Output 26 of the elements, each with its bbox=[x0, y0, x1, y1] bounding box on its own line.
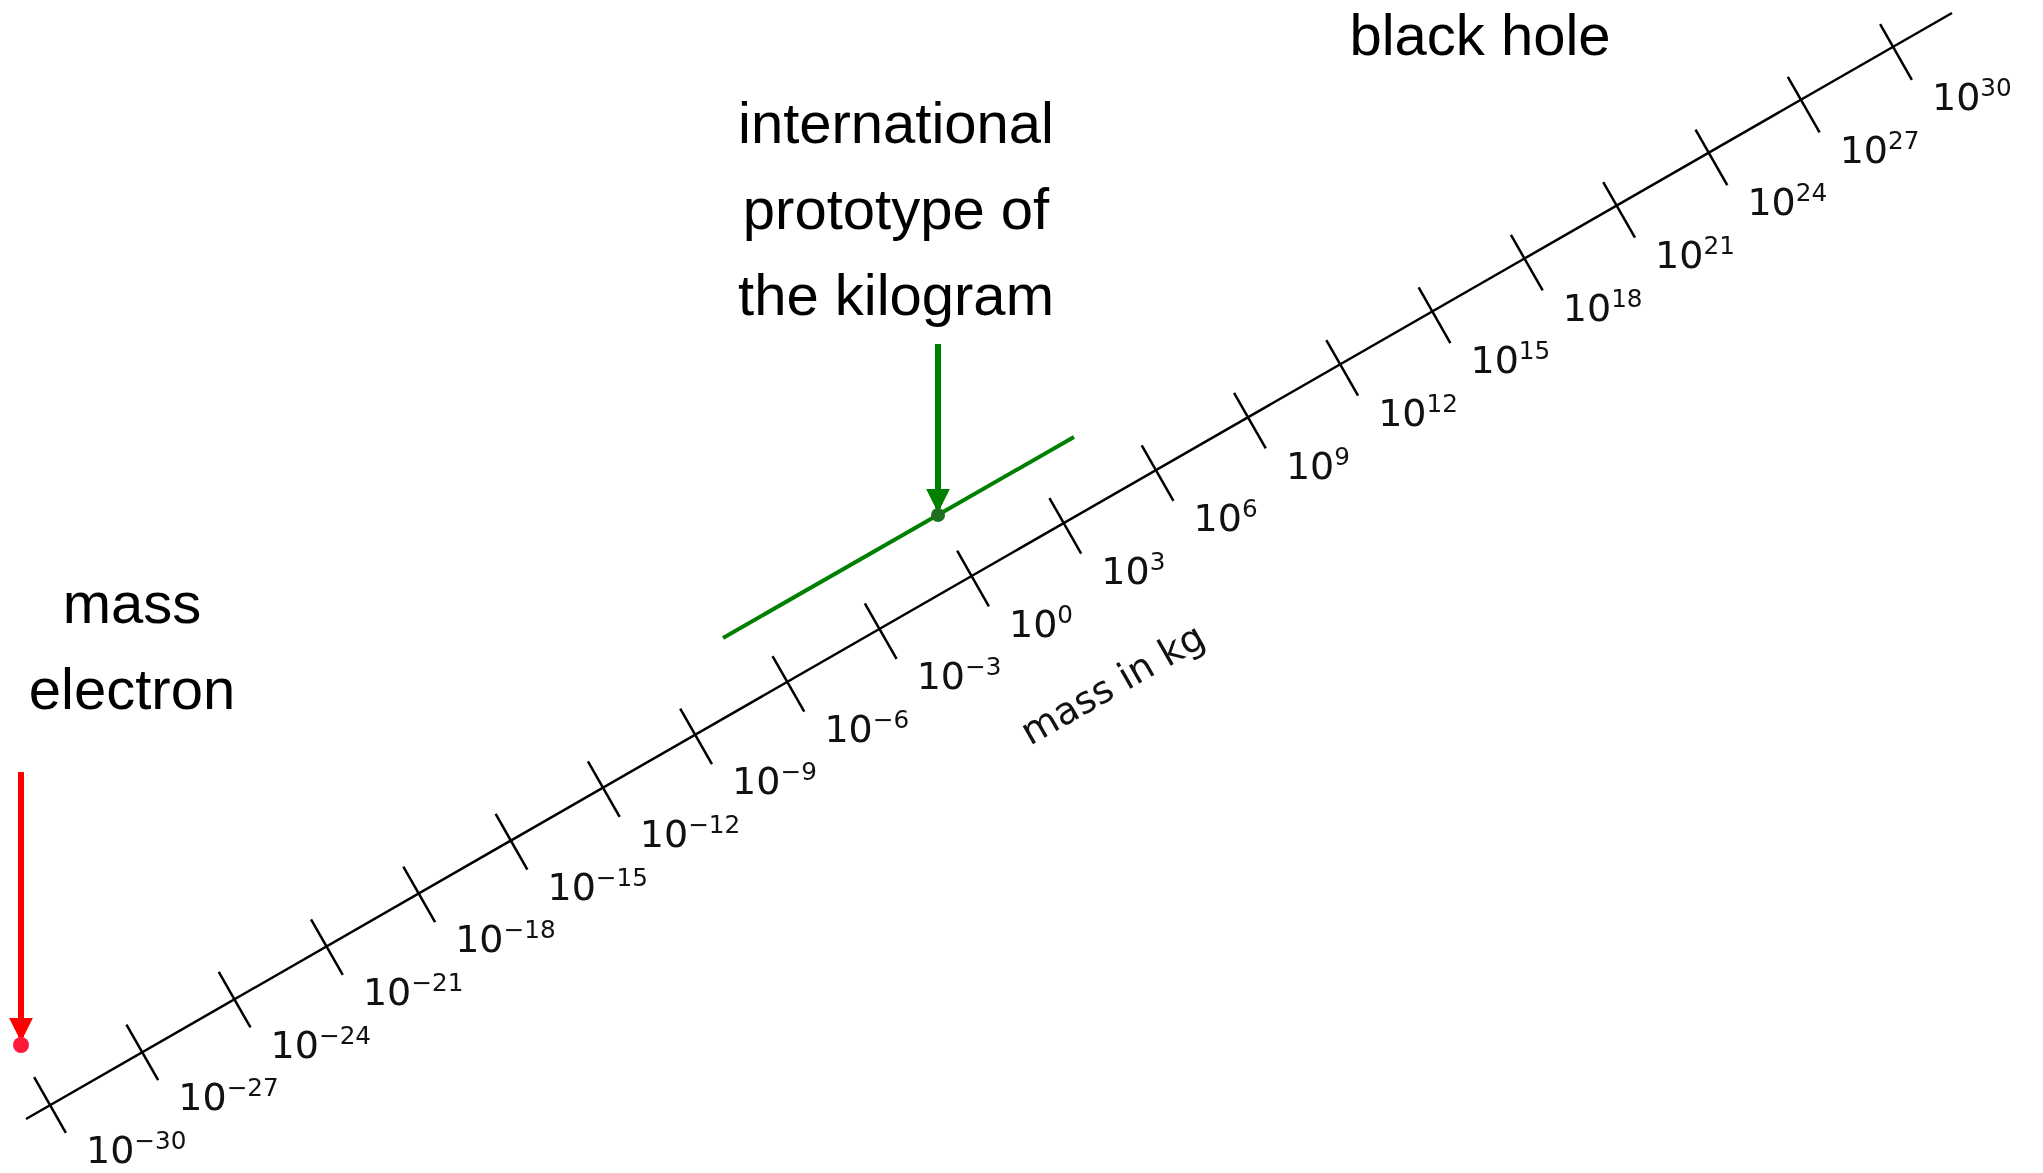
tick-label: 10$^{−6}$ bbox=[824, 703, 910, 751]
tick-label: 10$^{9}$ bbox=[1285, 440, 1350, 488]
tick-label: 10$^{−24}$ bbox=[270, 1019, 372, 1067]
annotation-label: black hole bbox=[1348, 1, 1612, 69]
tick-label: 10$^{−18}$ bbox=[455, 914, 556, 962]
annotation-label: mass electron bbox=[2, 560, 262, 772]
tick-label: 10$^{−15}$ bbox=[547, 861, 648, 909]
tick-label: 10$^{30}$ bbox=[1932, 72, 2012, 119]
tick-label: 10$^{0}$ bbox=[1009, 598, 1074, 646]
tick-label: 10$^{27}$ bbox=[1839, 124, 1920, 172]
tick-label: 10$^{−3}$ bbox=[916, 651, 1002, 698]
tick-label: 10$^{24}$ bbox=[1747, 177, 1828, 224]
tick-label: 10$^{−12}$ bbox=[639, 809, 741, 856]
annotation-label: international prototype of the kilogram bbox=[706, 80, 1086, 344]
tick-label: 10$^{−21}$ bbox=[362, 967, 464, 1014]
tick-label: 10$^{6}$ bbox=[1193, 493, 1258, 540]
tick-label: 10$^{−9}$ bbox=[732, 756, 817, 804]
tick-label: 10$^{15}$ bbox=[1470, 335, 1551, 382]
tick-label: 10$^{21}$ bbox=[1655, 229, 1735, 277]
tick-label: 10$^{12}$ bbox=[1378, 387, 1458, 435]
tick-label: 10$^{−27}$ bbox=[178, 1072, 279, 1119]
marker-dot bbox=[931, 508, 945, 522]
tick-label: 10$^{3}$ bbox=[1101, 545, 1166, 593]
tick-label: 10$^{18}$ bbox=[1562, 282, 1643, 330]
marker-dot bbox=[13, 1037, 29, 1053]
tick-label: 10$^{−30}$ bbox=[86, 1125, 187, 1172]
